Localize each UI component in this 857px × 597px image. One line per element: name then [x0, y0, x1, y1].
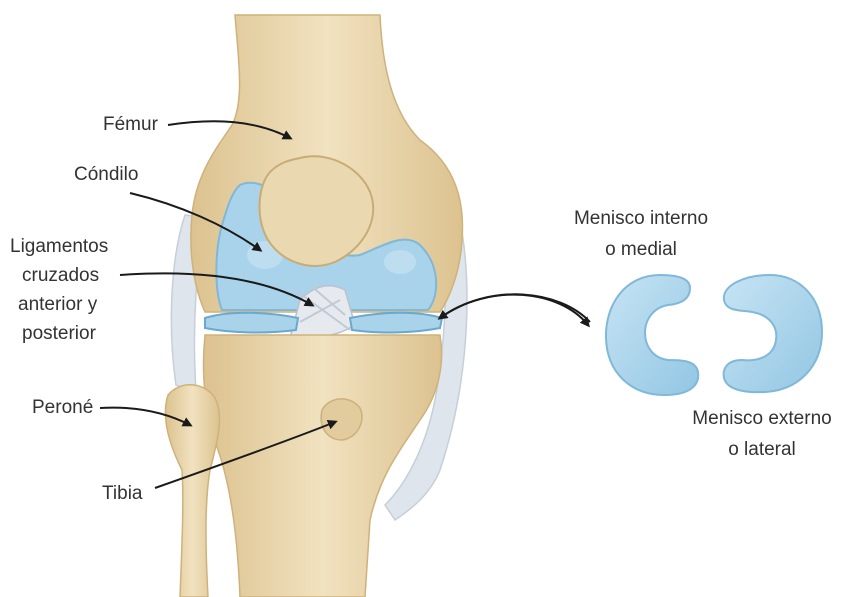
meniscus-interno-illustration [606, 275, 698, 395]
label-ligamentos: Ligamentos cruzados anterior y posterior [8, 235, 106, 327]
cruciate-ligaments [290, 285, 355, 338]
label-tibia: Tibia [102, 482, 142, 505]
label-menisco-interno-line1: Menisco interno [556, 207, 726, 230]
meniscus-externo-illustration [724, 275, 822, 392]
label-menisco-externo: Menisco externo o lateral [672, 407, 852, 453]
label-ligamentos-line2: cruzados [22, 264, 120, 287]
label-ligamentos-line4: posterior [22, 322, 120, 345]
label-ligamentos-line1: Ligamentos [10, 235, 108, 258]
label-menisco-externo-line2: o lateral [672, 438, 852, 461]
label-menisco-externo-line1: Menisco externo [672, 407, 852, 430]
label-condilo: Cóndilo [74, 163, 138, 186]
label-perone: Peroné [32, 396, 93, 419]
label-femur: Fémur [103, 113, 158, 136]
fibula-bone [165, 385, 219, 597]
label-menisco-interno-line2: o medial [556, 238, 726, 261]
tibia-bone [203, 335, 441, 597]
label-menisco-interno: Menisco interno o medial [556, 207, 726, 253]
label-ligamentos-line3: anterior y [18, 293, 116, 316]
